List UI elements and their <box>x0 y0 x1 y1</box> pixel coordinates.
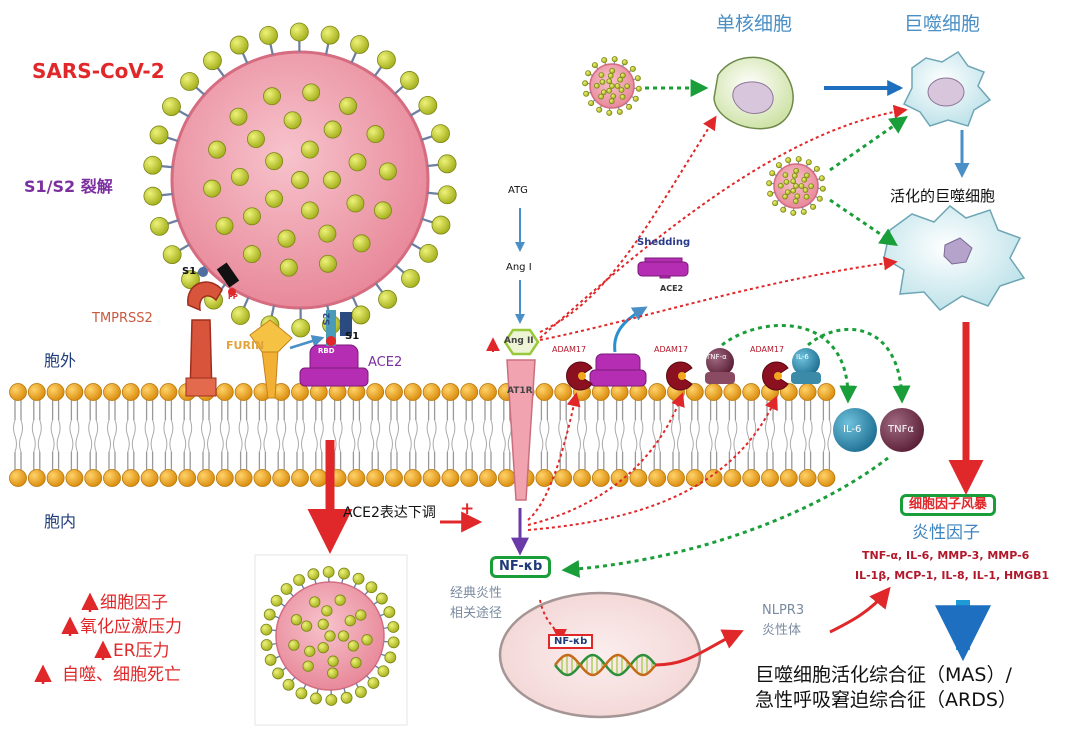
factor-list-line1: TNF-α, IL-6, MMP-3, MMP-6 <box>862 549 1030 562</box>
outcome-line1: 巨噬细胞活化综合征（MAS）/ <box>755 664 1012 686</box>
at1r-label: AT1R <box>507 386 533 396</box>
virus-progeny <box>260 566 400 706</box>
intracellular-label: 胞内 <box>44 512 77 531</box>
sars-cov-2-virion <box>143 22 457 338</box>
dotted-red-arrows <box>527 104 908 643</box>
factor-list-line2: IL-1β, MCP-1, IL-8, IL-1, HMGB1 <box>855 569 1050 582</box>
virus-title: SARS-CoV-2 <box>32 59 165 83</box>
s1-cleavage-marker <box>198 262 240 296</box>
activated-macrophage-cell <box>883 205 1026 311</box>
ace2-downregulation-label: ACE2表达下调 <box>343 505 436 521</box>
dna-helix <box>554 653 656 677</box>
monocyte-cell <box>713 56 794 130</box>
plus-sign: + <box>460 499 475 519</box>
s1-label-b: S1 <box>345 331 360 342</box>
adam17-label-2: ADAM17 <box>654 345 689 354</box>
ace2-membrane <box>589 353 647 387</box>
classic-pathway-line1: 经典炎性 <box>450 586 503 601</box>
ace2-label: ACE2 <box>368 355 403 370</box>
nucleus <box>498 591 702 719</box>
il6-membrane-label: IL-6 <box>796 353 809 361</box>
dotted-green-arrows <box>561 79 911 578</box>
ace2-shed-label: ACE2 <box>660 284 684 293</box>
classic-pathway-line2: 相关途径 <box>450 606 503 621</box>
tnf-alpha-molecule-label: TNFα <box>888 424 914 435</box>
s1s2-cleavage-label: S1/S2 裂解 <box>24 177 113 196</box>
ace2-receptor <box>299 310 369 387</box>
monocyte-label: 单核细胞 <box>716 13 793 35</box>
il6-molecule-label: IL-6 <box>843 424 862 435</box>
progeny-frame <box>254 554 408 726</box>
tmprss2-label: TMPRSS2 <box>92 311 153 326</box>
fp-label: FP <box>228 293 238 301</box>
atg-label: ATG <box>508 185 528 196</box>
inflammatory-factors-label: 炎性因子 <box>912 523 980 543</box>
virus-small-mid <box>766 156 826 216</box>
ang2-label: Ang II <box>504 336 534 346</box>
adam17-label-1: ADAM17 <box>552 345 587 354</box>
furin-label: FURIN <box>226 339 265 352</box>
ang1-label: Ang I <box>506 262 532 273</box>
activated-macrophage-label: 活化的巨噬细胞 <box>890 187 996 205</box>
il6-membrane <box>791 348 821 384</box>
effect-er-stress: ER压力 <box>113 641 170 661</box>
nfkb-box: NF-κb <box>490 556 552 579</box>
outcome-line2: 急性呼吸窘迫综合征（ARDS） <box>755 689 1017 711</box>
nlrp3-line2: 炎性体 <box>762 623 802 638</box>
rbd-label: RBD <box>318 347 335 355</box>
virus-small-top <box>582 56 642 116</box>
effect-autophagy-death: 自噬、细胞死亡 <box>62 665 181 685</box>
s2-label: S2 <box>322 312 333 326</box>
nlrp3-line1: NLPR3 <box>762 603 805 618</box>
tnf-alpha-membrane-label: TNF-α <box>706 353 727 361</box>
adam17-label-3: ADAM17 <box>750 345 785 354</box>
adam17-proteases <box>566 361 789 391</box>
ace2-shed <box>637 257 689 279</box>
furin-protease <box>249 319 293 399</box>
at1r-receptor <box>503 328 540 501</box>
tnf-alpha-membrane <box>705 348 735 384</box>
macrophage-cell <box>902 50 992 127</box>
il6-molecule <box>833 408 877 452</box>
effect-cytokines: 细胞因子 <box>100 593 168 613</box>
macrophage-label: 巨噬细胞 <box>904 13 981 35</box>
cytokine-storm-box: 细胞因子风暴 <box>900 494 997 517</box>
pathway-arrows <box>34 80 991 684</box>
effect-oxidative-stress: 氧化应激压力 <box>80 617 182 637</box>
nfkb-nucleus-box: NF-κb <box>548 634 594 649</box>
s1-label-a: S1 <box>182 266 197 277</box>
tnf-alpha-molecule <box>880 408 924 452</box>
extracellular-label: 胞外 <box>44 351 77 370</box>
cell-membrane <box>9 383 836 487</box>
shedding-label: Shedding <box>637 237 691 248</box>
tmprss2-protease <box>185 281 223 397</box>
